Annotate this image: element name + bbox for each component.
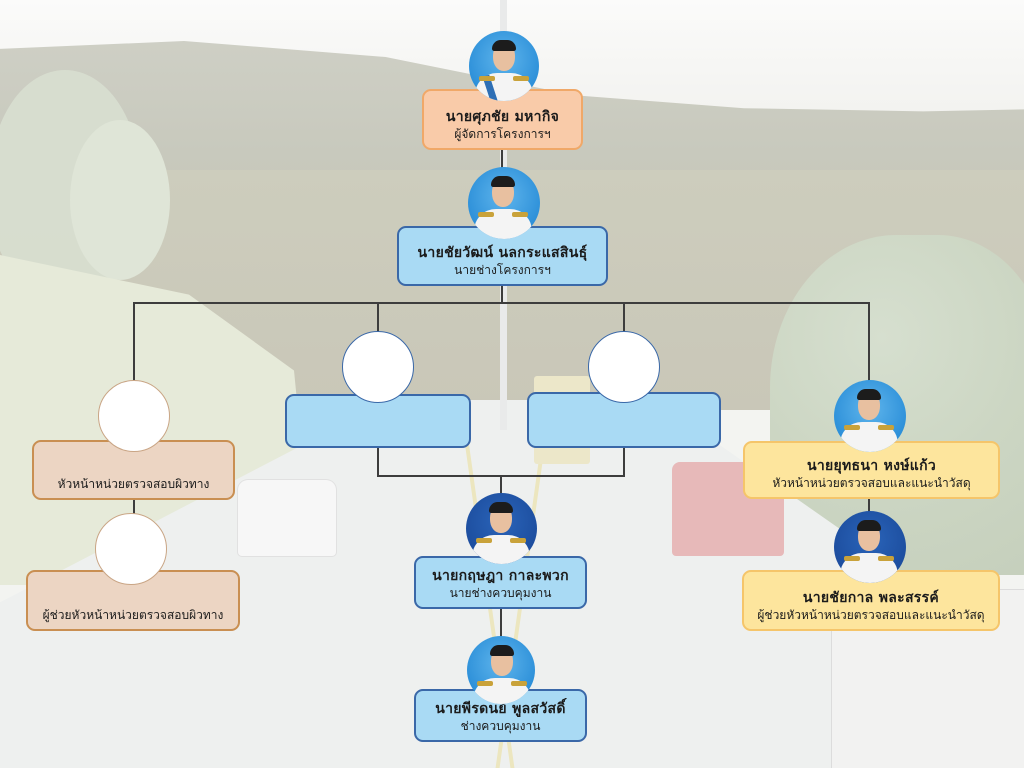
person-name: นายพีรดนย์ พูลสวัสดิ์ — [435, 701, 566, 717]
node-vacant-engineer-1[interactable] — [285, 394, 471, 448]
connector-to-supervising-technician — [500, 607, 502, 637]
connector-materials-head-assistant — [868, 498, 870, 514]
position-title: หัวหน้าหน่วยตรวจสอบและแนะนำวัสดุ — [772, 476, 971, 490]
connector-vacant-2-down — [623, 446, 625, 476]
person-name: นายกฤษฎา กาละพวก — [432, 568, 569, 584]
person-name: นายยุทธนา หงษ์แก้ว — [806, 458, 937, 474]
position-title: นายช่างควบคุมงาน — [449, 586, 552, 600]
avatar-photo-icon — [466, 493, 537, 564]
avatar-photo-icon — [834, 380, 906, 452]
avatar-placeholder-icon — [588, 331, 660, 403]
avatar-photo-icon — [468, 167, 540, 239]
avatar-photo-icon — [467, 636, 535, 704]
position-title: หัวหน้าหน่วยตรวจสอบผิวทาง — [57, 477, 210, 491]
position-title: ช่างควบคุมงาน — [460, 719, 541, 733]
person-name: นายศุภชัย มหากิจ — [445, 109, 560, 125]
avatar-placeholder-icon — [95, 513, 167, 585]
connector-road-head-assistant — [133, 499, 135, 515]
connector-engineer-down — [501, 285, 503, 303]
connector-main-horizontal — [133, 302, 870, 304]
position-title: นายช่างโครงการฯ — [454, 263, 551, 277]
avatar-placeholder-icon — [98, 380, 170, 452]
connector-manager-engineer — [501, 149, 503, 171]
tree — [70, 120, 170, 280]
position-title: ผู้ช่วยหัวหน้าหน่วยตรวจสอบผิวทาง — [42, 608, 224, 622]
connector-to-vacant-2 — [623, 302, 625, 332]
connector-to-vacant-1 — [377, 302, 379, 332]
node-supervising-engineer[interactable]: นายกฤษฎา กาละพวก นายช่างควบคุมงาน — [414, 556, 587, 609]
white-pickup-car — [238, 480, 336, 556]
position-title: ผู้จัดการโครงการฯ — [454, 127, 551, 141]
connector-to-materials-head — [868, 302, 870, 382]
connector-to-supervising-engineer — [500, 475, 502, 497]
avatar-photo-icon — [834, 511, 906, 583]
avatar-photo-icon — [469, 31, 539, 101]
position-title: ผู้ช่วยหัวหน้าหน่วยตรวจสอบและแนะนำวัสดุ — [757, 608, 985, 622]
node-project-engineer[interactable]: นายชัยวัฒน์ นลกระแสสินธุ์ นายช่างโครงการ… — [397, 226, 608, 286]
connector-to-road-head — [133, 302, 135, 382]
person-name: นายชัยวัฒน์ นลกระแสสินธุ์ — [417, 245, 588, 261]
person-name: นายชัยกาล พละสรรค์ — [802, 590, 940, 606]
avatar-placeholder-icon — [342, 331, 414, 403]
connector-vacant-1-down — [377, 446, 379, 476]
